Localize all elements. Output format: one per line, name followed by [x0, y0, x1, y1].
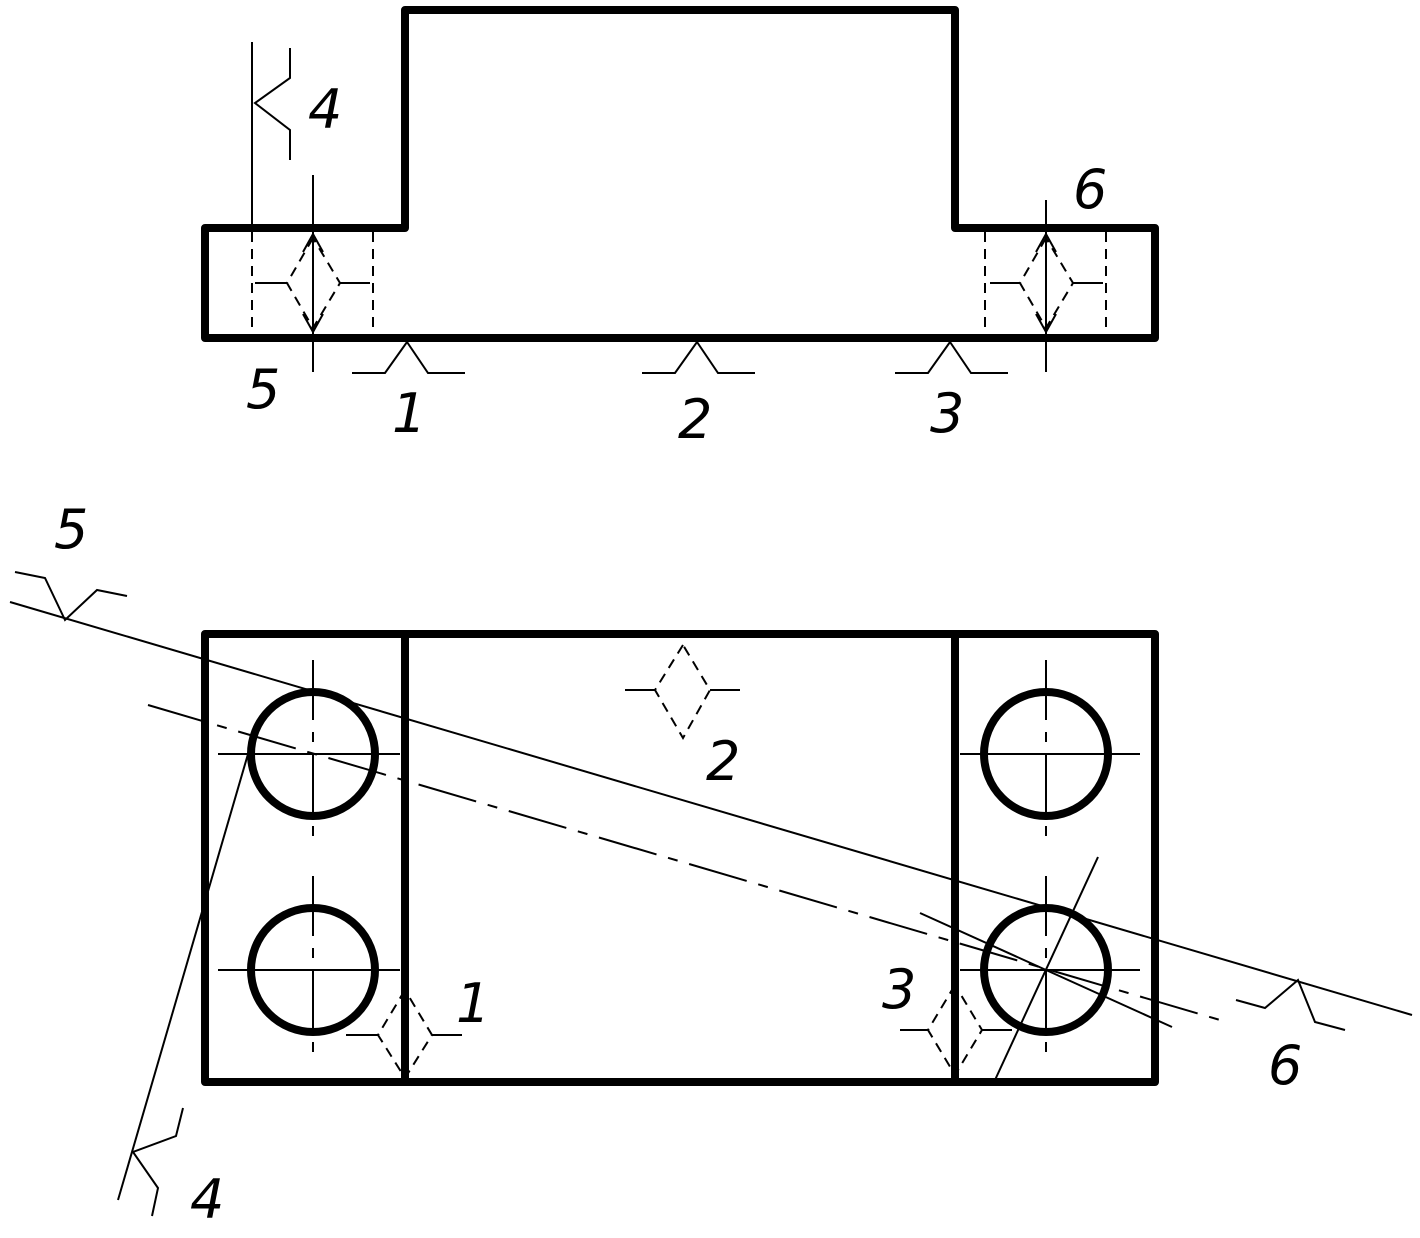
- front-label-1: 1: [392, 382, 426, 445]
- front-weld-symbol-3: [895, 340, 1008, 374]
- plan-weld-symbol-3: [926, 983, 984, 1077]
- plan-label-2: 2: [706, 730, 740, 793]
- front-label-3: 3: [930, 382, 964, 445]
- plan-outline: [201, 630, 1159, 1086]
- front-section-arrow-4: [253, 48, 291, 160]
- plan-section-line-4: [117, 753, 249, 1201]
- front-left-arrow: [302, 231, 324, 335]
- plan-label-1: 1: [456, 972, 490, 1035]
- front-outline: [201, 6, 1159, 342]
- front-right-arrow: [1035, 231, 1057, 335]
- plan-weld-symbol-2: [653, 643, 712, 741]
- plan-section-line-5-6: [9, 601, 1413, 1016]
- plan-label-3: 3: [882, 958, 916, 1021]
- plan-view: 5 2 1 3 6 4: [9, 498, 1413, 1231]
- plan-aux-line: [994, 856, 1099, 1081]
- front-label-6: 6: [1073, 158, 1107, 221]
- front-label-4: 4: [308, 78, 342, 141]
- front-view: 4 6 5 1 2 3: [201, 6, 1159, 451]
- front-label-2: 2: [678, 388, 712, 451]
- plan-chain-line: [147, 704, 1221, 1021]
- plan-label-6: 6: [1268, 1034, 1302, 1097]
- front-right-weld-symbol: [1018, 236, 1075, 330]
- front-left-weld-symbol: [285, 236, 342, 330]
- plan-label-4: 4: [190, 1168, 224, 1231]
- plan-section-arrow-5: [14, 571, 128, 622]
- plan-weld-symbol-1: [376, 988, 434, 1080]
- plan-section-arrow-4: [131, 1107, 184, 1217]
- plan-label-5: 5: [54, 498, 88, 561]
- plan-section-arrow-6: [1235, 978, 1346, 1031]
- front-weld-symbol-2: [642, 340, 755, 374]
- front-weld-symbol-1: [352, 340, 465, 374]
- front-label-5: 5: [246, 358, 280, 421]
